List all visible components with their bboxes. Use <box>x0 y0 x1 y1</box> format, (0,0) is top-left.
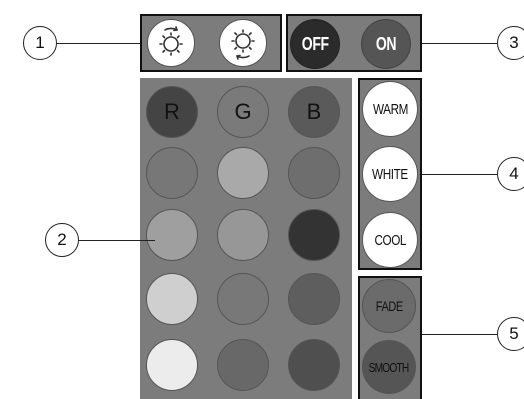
effects-group-frame <box>358 276 422 399</box>
red-button[interactable]: R <box>146 86 198 138</box>
white-button[interactable]: WHITE <box>362 146 418 202</box>
color-button[interactable] <box>288 209 340 261</box>
blue-label: B <box>306 99 322 124</box>
color-button[interactable] <box>146 273 198 325</box>
color-button[interactable] <box>146 339 198 391</box>
callout-4: 4 <box>497 157 524 191</box>
power-group-frame <box>286 14 422 72</box>
warm-button[interactable]: WARM <box>362 81 418 137</box>
brightness-down-icon <box>231 29 255 60</box>
brightness-group-frame <box>140 14 282 72</box>
green-label: G <box>234 99 252 124</box>
white-label: WHITE <box>372 165 408 183</box>
on-label: ON <box>375 33 397 54</box>
callout-3: 3 <box>497 26 524 60</box>
smooth-button[interactable]: SMOOTH <box>362 340 416 394</box>
fade-label: FADE <box>375 298 403 314</box>
off-button[interactable]: OFF <box>290 19 340 69</box>
color-button[interactable] <box>288 339 340 391</box>
callout-5: 5 <box>497 317 524 351</box>
brightness-up-icon <box>159 26 183 56</box>
color-button[interactable] <box>217 339 269 391</box>
off-label: OFF <box>301 33 329 54</box>
fade-button[interactable]: FADE <box>362 279 416 333</box>
leader-line-1 <box>57 43 140 44</box>
color-button[interactable] <box>217 209 269 261</box>
color-button[interactable] <box>146 209 198 261</box>
blue-button[interactable]: B <box>288 86 340 138</box>
leader-line-2 <box>79 240 155 241</box>
color-button[interactable] <box>288 147 340 199</box>
color-button[interactable] <box>217 147 269 199</box>
brightness-up-button[interactable] <box>147 19 195 67</box>
callout-1: 1 <box>23 26 57 60</box>
leader-line-4 <box>422 174 497 175</box>
leader-line-3 <box>422 43 497 44</box>
leader-line-5 <box>422 334 497 335</box>
callout-2: 2 <box>45 223 79 257</box>
color-button[interactable] <box>288 273 340 325</box>
cool-label: COOL <box>374 231 406 249</box>
white-mode-group-frame <box>358 78 422 270</box>
warm-label: WARM <box>372 100 408 118</box>
red-label: R <box>164 99 180 124</box>
cool-button[interactable]: COOL <box>362 212 418 268</box>
green-button[interactable]: G <box>217 86 269 138</box>
color-button[interactable] <box>217 273 269 325</box>
brightness-down-button[interactable] <box>219 19 267 67</box>
color-button[interactable] <box>146 147 198 199</box>
smooth-label: SMOOTH <box>369 359 410 375</box>
on-button[interactable]: ON <box>361 19 411 69</box>
